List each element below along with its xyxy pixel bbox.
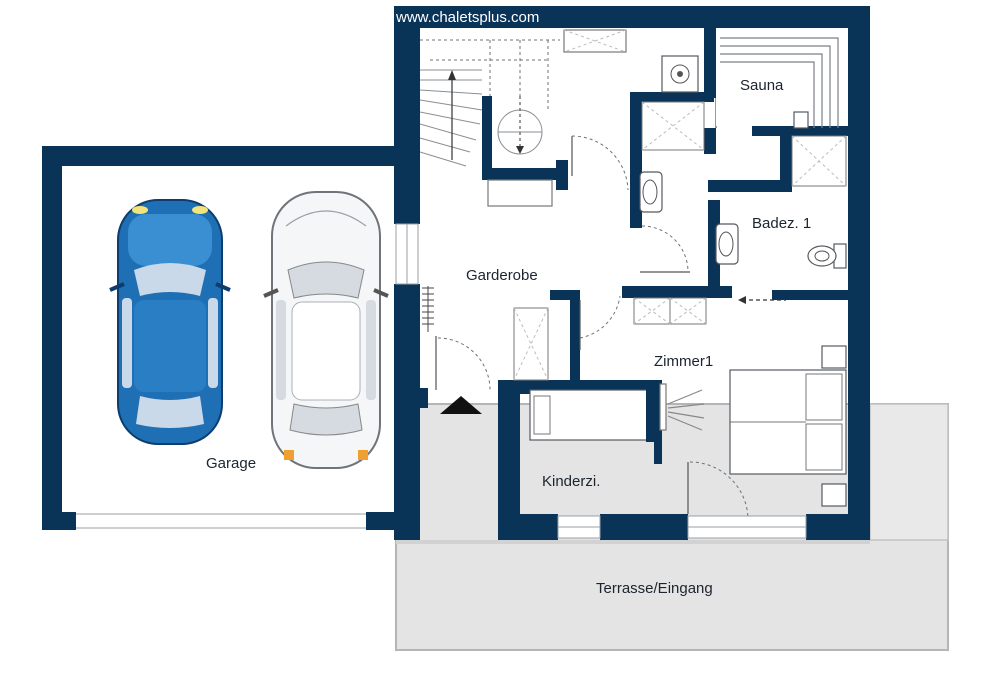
room-label-garderobe: Garderobe [466,267,538,284]
stairs-icon [419,28,627,207]
sauna-stove [661,55,699,93]
lamp-icon [659,383,705,431]
windows-south [557,515,807,539]
entrance-arrow-icon [440,396,482,414]
bed-icon [529,388,654,442]
room-label-terrace: Terrasse/Eingang [596,580,713,597]
room-label-kids: Kinderzi. [542,473,600,490]
room-label-garage: Garage [206,455,256,472]
watermark: www.chaletsplus.com [395,9,539,26]
double-bed-icon [729,345,847,507]
garage-walls [42,146,398,530]
wardrobe [513,307,549,381]
radiator [422,286,434,332]
house-walls [394,6,870,540]
room-label-sauna: Sauna [740,77,784,94]
room-label-room1: Zimmer1 [654,353,713,370]
bathroom-door-arrow-icon [738,296,786,304]
car-icon-white [263,191,389,469]
sink-icon [639,171,739,265]
room-label-bathroom: Badez. 1 [752,215,811,232]
car-icon [109,199,231,445]
bathroom-cabinets [633,297,707,325]
shower-icon [641,101,847,187]
sauna-bench [716,28,848,129]
window-garderobe [395,223,419,285]
doors [435,97,749,521]
toilet-icon [807,243,847,269]
